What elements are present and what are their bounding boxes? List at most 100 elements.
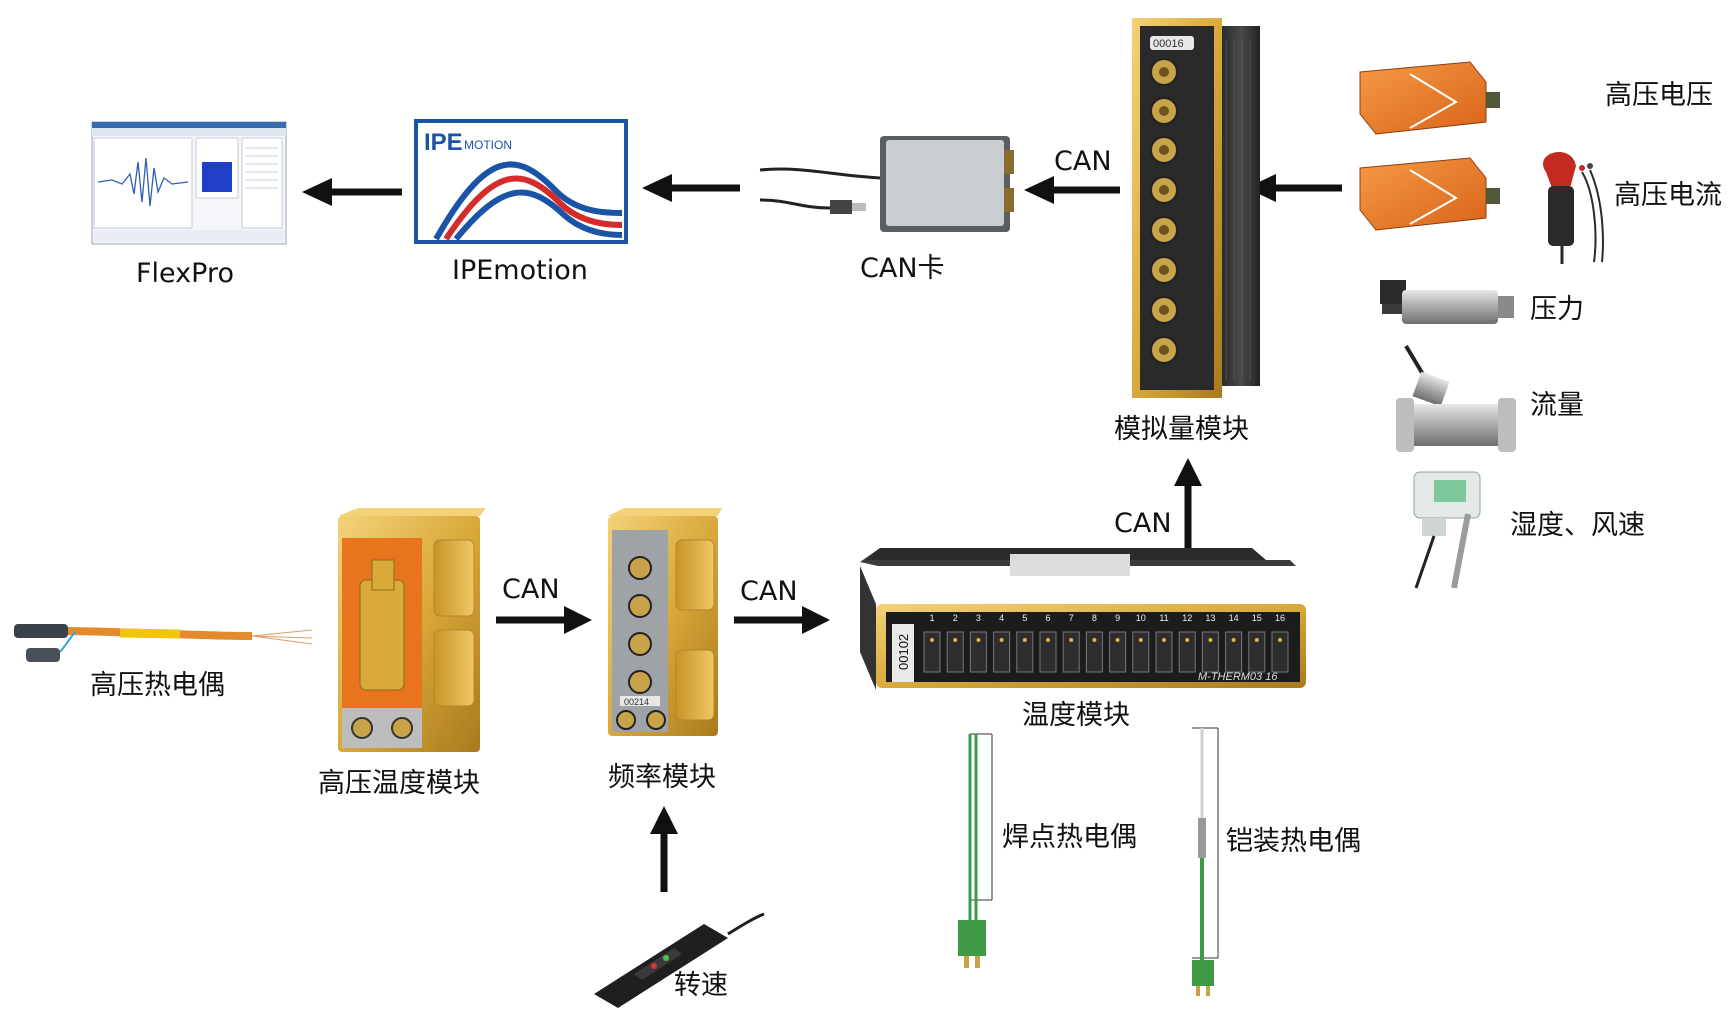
temp-channel-number: 5 (1022, 613, 1027, 623)
can-analog-to-card: CAN (1054, 146, 1112, 177)
temp-channel-socket (1178, 631, 1196, 673)
arrow-temp-to-analog (1174, 458, 1202, 556)
temp-channel-pin (1208, 638, 1213, 642)
humidity-wind-label: 湿度、风速 (1510, 510, 1645, 541)
can-temp-to-analog: CAN (1114, 508, 1172, 539)
freq-serial: 00214 (624, 697, 649, 707)
ipe-logo-motion: MOTION (464, 138, 512, 152)
temp-channel-pin (930, 638, 934, 642)
temp-channel-number: 4 (999, 613, 1004, 623)
armored-thermocouple-label: 铠装热电偶 (1226, 826, 1361, 857)
temp-channel-number: 16 (1275, 613, 1285, 623)
temp-model: M-THERM03 16 (1198, 671, 1278, 683)
ipemotion-label: IPEmotion (452, 255, 588, 286)
temp-channel-pin (999, 638, 1004, 642)
rotation-speed-label: 转速 (674, 970, 728, 1001)
arrow-freq-to-temp (734, 606, 830, 634)
temp-channel-pin (1278, 638, 1282, 642)
temp-serial: 00102 (896, 634, 911, 670)
flow-label: 流量 (1530, 390, 1584, 421)
hv-temp-module-label: 高压温度模块 (318, 768, 480, 799)
ipemotion-logo (414, 119, 628, 244)
temp-channel-pin (1022, 638, 1027, 642)
temp-channel-socket (969, 631, 987, 673)
pressure-label: 压力 (1530, 294, 1584, 325)
temp-channel-number: 10 (1136, 613, 1146, 623)
temp-channel-socket (1155, 631, 1173, 673)
freq-module-label: 频率模块 (608, 762, 716, 793)
temp-channel-socket (946, 631, 964, 673)
hv-voltage-sensor-1 (1359, 61, 1500, 135)
can-freq-to-temp: CAN (740, 576, 798, 607)
temp-channel-socket (1248, 631, 1266, 673)
hv-thermocouple-cable (14, 624, 313, 662)
armored-thermocouple-probe (1192, 727, 1219, 996)
hv-thermocouple-label: 高压热电偶 (90, 670, 225, 701)
flexpro-screenshot (91, 121, 287, 245)
temp-channel-socket (923, 631, 941, 673)
temp-channel-number: 13 (1205, 613, 1215, 623)
temp-channel-pin (953, 638, 958, 642)
freq-module-device (608, 508, 722, 736)
arrows (302, 174, 1342, 892)
temp-channel-number: 3 (976, 613, 981, 623)
temp-channel-socket (1062, 631, 1080, 673)
temp-channel-pin (1069, 638, 1074, 642)
flow-sensor (1396, 344, 1516, 452)
analog-serial: 00016 (1153, 38, 1184, 50)
temp-channel-pin (1115, 638, 1120, 642)
temp-channel-number: 2 (953, 613, 958, 623)
temp-channel-pin (1231, 638, 1236, 642)
arrow-ipemotion-to-flexpro (302, 178, 402, 206)
temp-channel-socket (1201, 631, 1219, 673)
analog-module-device (1132, 18, 1260, 398)
welded-thermocouple-label: 焊点热电偶 (1002, 822, 1137, 853)
flexpro-label: FlexPro (136, 258, 234, 289)
temp-channel-number: 14 (1229, 613, 1239, 623)
temp-channel-socket (993, 631, 1011, 673)
arrow-hv-to-freq (496, 606, 592, 634)
temp-channel-number: 1 (929, 613, 934, 623)
high-voltage-label: 高压电压 (1605, 80, 1713, 111)
temp-channel-pin (1162, 638, 1166, 642)
arrow-sensors-to-analog (1246, 174, 1342, 202)
speed-sensor (594, 912, 765, 1008)
can-card-device (759, 136, 1014, 232)
can-hv-to-freq: CAN (502, 574, 560, 605)
temp-channel-number: 7 (1069, 613, 1074, 623)
temp-channel-pin (1254, 638, 1259, 642)
humidity-wind-sensor (1413, 471, 1481, 589)
arrow-cancard-to-ipemotion (642, 174, 740, 202)
analog-module-label: 模拟量模块 (1114, 414, 1249, 445)
temp-channel-number: 6 (1045, 613, 1050, 623)
can-card-label: CAN卡 (860, 253, 945, 284)
temp-module-label: 温度模块 (1022, 700, 1130, 731)
temp-channel-number: 11 (1159, 613, 1168, 623)
pressure-sensor (1380, 280, 1514, 324)
temp-channel-number: 9 (1115, 613, 1120, 623)
welded-thermocouple-probe (958, 733, 993, 968)
temp-channel-socket (1109, 631, 1127, 673)
temp-channel-socket (1016, 631, 1034, 673)
temp-channel-number: 8 (1092, 613, 1097, 623)
temp-channel-socket (1085, 631, 1103, 673)
temp-channel-socket (1132, 631, 1150, 673)
temp-channel-pin (976, 638, 981, 642)
temp-channel-pin (1092, 638, 1097, 642)
temp-channel-pin (1185, 638, 1190, 642)
current-clamp-sensor (1543, 151, 1604, 264)
temp-channel-pin (1138, 638, 1143, 642)
temp-channel-number: 12 (1182, 613, 1192, 623)
arrow-speed-to-freq (650, 806, 678, 892)
temp-channel-socket (1225, 631, 1243, 673)
temp-channel-number: 15 (1252, 613, 1262, 623)
hv-voltage-sensor-2 (1359, 157, 1500, 231)
temp-channel-socket (1039, 631, 1057, 673)
temp-channel-socket (1271, 631, 1289, 673)
high-current-label: 高压电流 (1614, 180, 1722, 211)
temp-channel-pin (1046, 638, 1050, 642)
ipe-logo-ipe: IPE (424, 129, 463, 156)
arrow-analog-to-cancard (1024, 176, 1120, 204)
